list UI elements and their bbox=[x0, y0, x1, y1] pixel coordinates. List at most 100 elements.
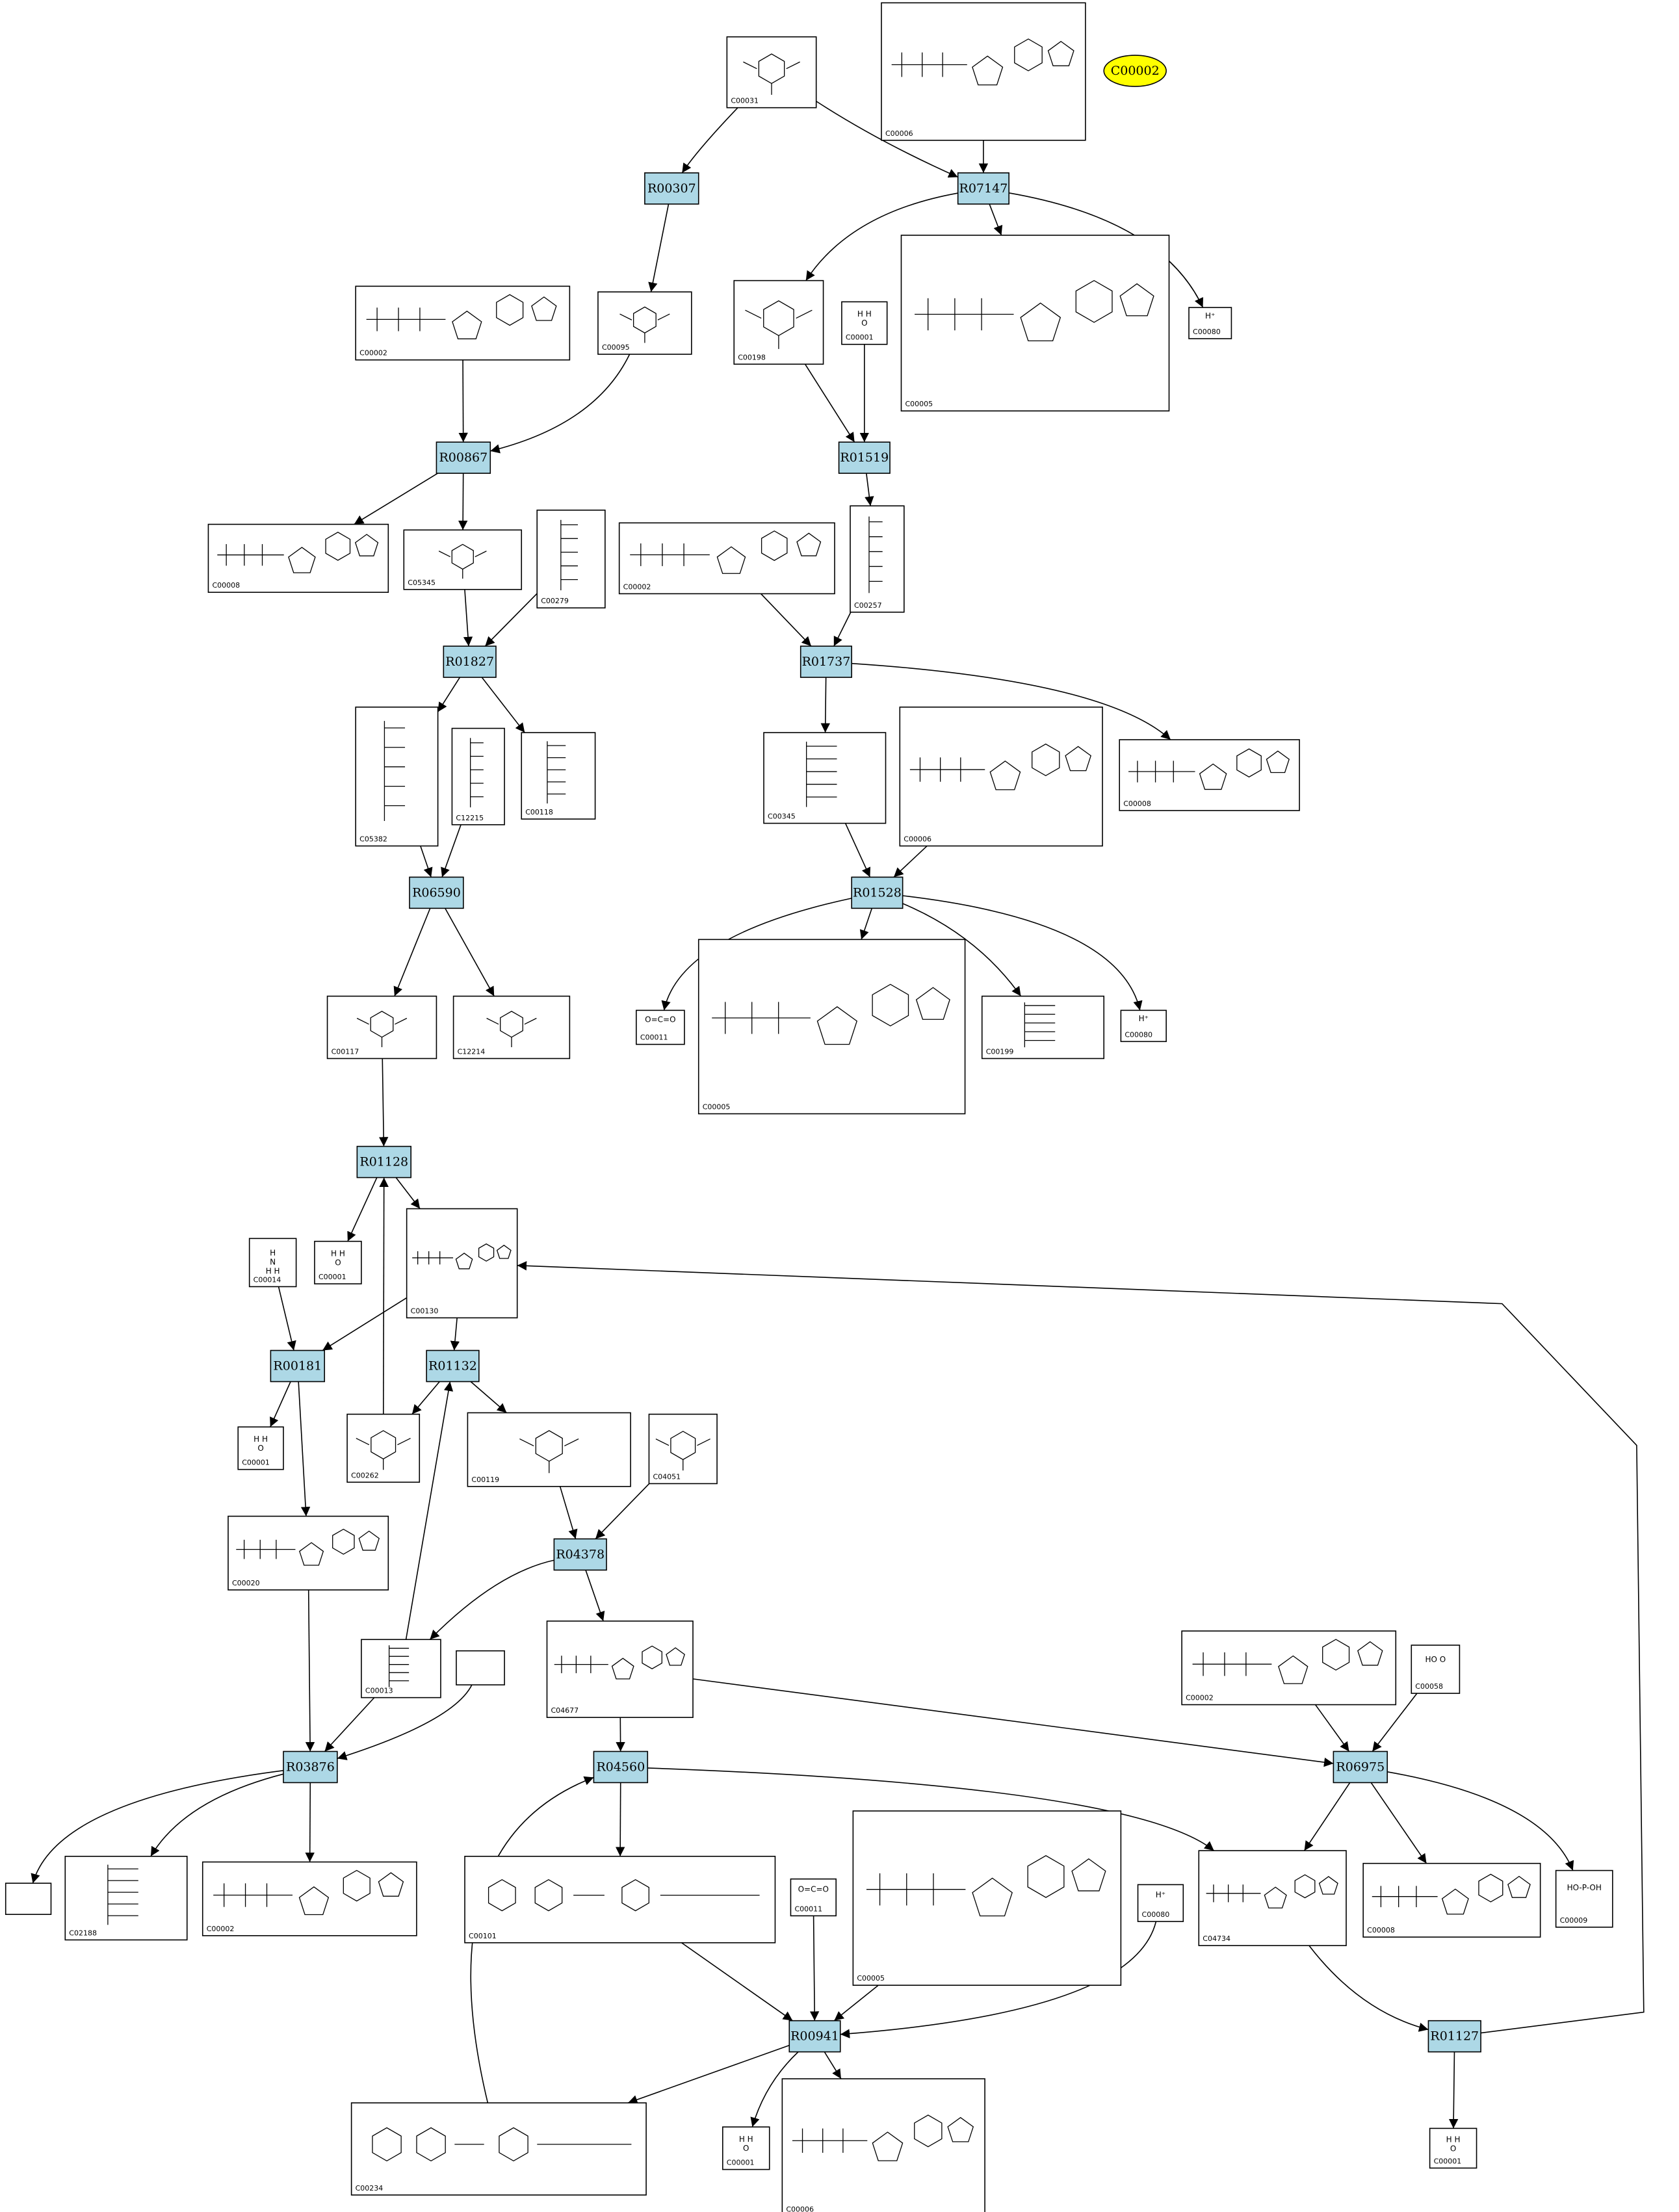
compound-box[interactable] bbox=[1181, 1630, 1397, 1706]
compound-node[interactable]: C00118 bbox=[521, 732, 596, 820]
reaction-node[interactable]: R00307 bbox=[644, 172, 699, 205]
compound-box[interactable] bbox=[1429, 2127, 1477, 2169]
compound-box[interactable] bbox=[697, 939, 966, 1115]
compound-box[interactable] bbox=[1119, 739, 1300, 811]
compound-node[interactable] bbox=[456, 1650, 505, 1685]
compound-box[interactable] bbox=[546, 1620, 694, 1718]
compound-node[interactable]: C05345 bbox=[403, 529, 523, 590]
reaction-node[interactable]: R01528 bbox=[851, 876, 904, 909]
compound-box[interactable] bbox=[456, 1650, 505, 1685]
compound-node[interactable]: C04051 bbox=[648, 1413, 718, 1485]
compound-box[interactable] bbox=[406, 1208, 518, 1319]
reaction-box[interactable] bbox=[788, 2020, 841, 2053]
compound-box[interactable] bbox=[207, 523, 389, 593]
compound-box[interactable] bbox=[1555, 1869, 1613, 1928]
compound-box[interactable] bbox=[636, 1009, 685, 1045]
reaction-box[interactable] bbox=[270, 1349, 326, 1383]
compound-box[interactable] bbox=[850, 505, 905, 613]
compound-node[interactable]: C05382 bbox=[355, 707, 439, 847]
compound-node[interactable]: C00002 bbox=[618, 522, 835, 595]
compound-node[interactable]: C00006 bbox=[881, 2, 1086, 141]
compound-box[interactable] bbox=[1120, 1009, 1167, 1043]
compound-node[interactable] bbox=[5, 1882, 52, 1915]
reaction-node[interactable]: R01519 bbox=[838, 441, 891, 474]
compound-node[interactable]: C00020 bbox=[228, 1515, 389, 1591]
compound-node[interactable]: C00101 bbox=[464, 1856, 776, 1944]
compound-box[interactable] bbox=[981, 995, 1105, 1060]
compound-node[interactable]: C04734 bbox=[1198, 1850, 1347, 1946]
reaction-node[interactable]: R01827 bbox=[443, 645, 497, 678]
compound-node[interactable]: C12214 bbox=[452, 995, 571, 1060]
compound-node[interactable]: C00262 bbox=[346, 1413, 421, 1483]
compound-box[interactable] bbox=[326, 995, 437, 1060]
compound-node[interactable]: C00345 bbox=[763, 732, 887, 824]
compound-box[interactable] bbox=[648, 1413, 718, 1485]
compound-box[interactable] bbox=[1362, 1862, 1541, 1938]
reaction-node[interactable]: R00867 bbox=[436, 441, 491, 474]
compound-box[interactable] bbox=[5, 1882, 52, 1915]
compound-box[interactable] bbox=[467, 1412, 631, 1487]
compound-node[interactable]: C00095 bbox=[597, 291, 692, 355]
reaction-node[interactable]: R06590 bbox=[409, 876, 464, 909]
compound-node[interactable]: C00002 bbox=[355, 285, 571, 361]
reaction-box[interactable] bbox=[851, 876, 904, 909]
compound-box[interactable] bbox=[899, 707, 1103, 847]
reaction-box[interactable] bbox=[283, 1750, 338, 1784]
compound-box[interactable] bbox=[228, 1515, 389, 1591]
reaction-box[interactable] bbox=[443, 645, 497, 678]
compound-node[interactable]: H⁺C00080 bbox=[1188, 307, 1232, 339]
reaction-node[interactable]: R00181 bbox=[270, 1349, 326, 1383]
compound-node[interactable]: C00002 bbox=[202, 1861, 417, 1936]
reaction-node[interactable]: R01127 bbox=[1427, 2020, 1481, 2053]
compound-box[interactable] bbox=[346, 1413, 421, 1483]
compound-box[interactable] bbox=[361, 1639, 441, 1698]
compound-box[interactable] bbox=[202, 1861, 417, 1936]
compound-node[interactable]: C00005 bbox=[852, 1810, 1122, 1986]
compound-node[interactable]: C00013 bbox=[361, 1639, 441, 1698]
compound-box[interactable] bbox=[1411, 1645, 1461, 1694]
reaction-box[interactable] bbox=[800, 645, 852, 678]
reaction-node[interactable]: R04378 bbox=[553, 1538, 607, 1571]
compound-node[interactable]: H⁺C00080 bbox=[1137, 1884, 1184, 1922]
compound-box[interactable] bbox=[726, 36, 817, 109]
compound-box[interactable] bbox=[355, 285, 571, 361]
compound-box[interactable] bbox=[452, 995, 571, 1060]
compound-box[interactable] bbox=[1137, 1884, 1184, 1922]
reaction-node[interactable]: R01128 bbox=[356, 1145, 411, 1178]
reaction-node[interactable]: R00941 bbox=[788, 2020, 841, 2053]
compound-node[interactable]: C00031 bbox=[726, 36, 817, 109]
compound-box[interactable] bbox=[618, 522, 835, 595]
compound-node[interactable]: H⁺C00080 bbox=[1120, 1009, 1167, 1043]
compound-box[interactable] bbox=[314, 1240, 362, 1284]
compound-box[interactable] bbox=[597, 291, 692, 355]
compound-box[interactable] bbox=[536, 509, 606, 609]
reaction-box[interactable] bbox=[436, 441, 491, 474]
reaction-box[interactable] bbox=[593, 1750, 649, 1784]
compound-node[interactable]: C00117 bbox=[326, 995, 437, 1060]
compound-node[interactable]: C02188 bbox=[64, 1856, 188, 1941]
reaction-node[interactable]: R03876 bbox=[283, 1750, 338, 1784]
reaction-box[interactable] bbox=[1333, 1750, 1388, 1784]
reaction-box[interactable] bbox=[1427, 2020, 1481, 2053]
compound-box[interactable] bbox=[451, 727, 505, 826]
compound-node[interactable]: C00006 bbox=[899, 707, 1103, 847]
reaction-box[interactable] bbox=[838, 441, 891, 474]
compound-node[interactable]: C00279 bbox=[536, 509, 606, 609]
reaction-box[interactable] bbox=[409, 876, 464, 909]
compound-node[interactable]: C00008 bbox=[207, 523, 389, 593]
compound-box[interactable] bbox=[722, 2126, 770, 2170]
compound-box[interactable] bbox=[464, 1856, 776, 1944]
compound-box[interactable] bbox=[900, 235, 1170, 412]
reaction-node[interactable]: R01737 bbox=[800, 645, 852, 678]
compound-box[interactable] bbox=[733, 280, 824, 365]
compound-box[interactable] bbox=[521, 732, 596, 820]
compound-box[interactable] bbox=[790, 1878, 837, 1917]
reaction-box[interactable] bbox=[644, 172, 699, 205]
